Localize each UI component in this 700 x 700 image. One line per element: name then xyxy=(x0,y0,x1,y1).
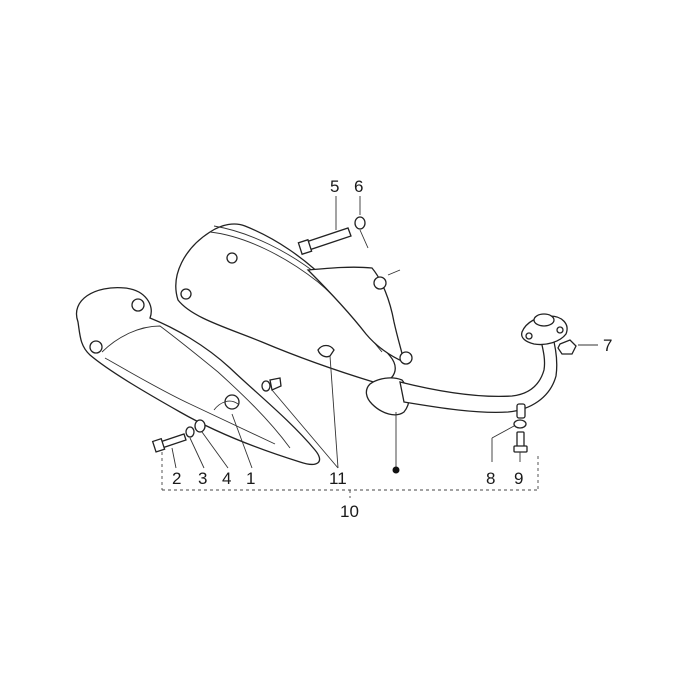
label-2: 2 xyxy=(172,469,181,488)
washer-4 xyxy=(194,419,206,433)
bolt-2 xyxy=(151,433,187,453)
label-5: 5 xyxy=(330,177,339,196)
heat-shield xyxy=(75,286,321,465)
label-6: 6 xyxy=(354,177,363,196)
screw-11 xyxy=(261,377,282,392)
part-labels: 2 3 4 1 11 8 9 10 5 6 7 xyxy=(172,177,612,521)
label-7: 7 xyxy=(603,336,612,355)
group-bracket-10 xyxy=(161,452,539,498)
label-10: 10 xyxy=(340,502,359,521)
label-9: 9 xyxy=(514,469,523,488)
nut-7 xyxy=(557,339,577,355)
washer-3 xyxy=(185,426,195,438)
label-3: 3 xyxy=(198,469,207,488)
label-1: 1 xyxy=(246,469,255,488)
label-11: 11 xyxy=(329,469,347,488)
washer-8 xyxy=(513,419,527,429)
washer-6 xyxy=(354,216,366,230)
label-8: 8 xyxy=(486,469,495,488)
label-4: 4 xyxy=(222,469,231,488)
silencer-body xyxy=(175,223,413,416)
bolt-5 xyxy=(297,227,352,256)
leader-lines xyxy=(171,196,598,474)
reference-dot xyxy=(392,466,400,474)
exhaust-pipe xyxy=(399,313,568,419)
bolt-9 xyxy=(513,431,528,453)
